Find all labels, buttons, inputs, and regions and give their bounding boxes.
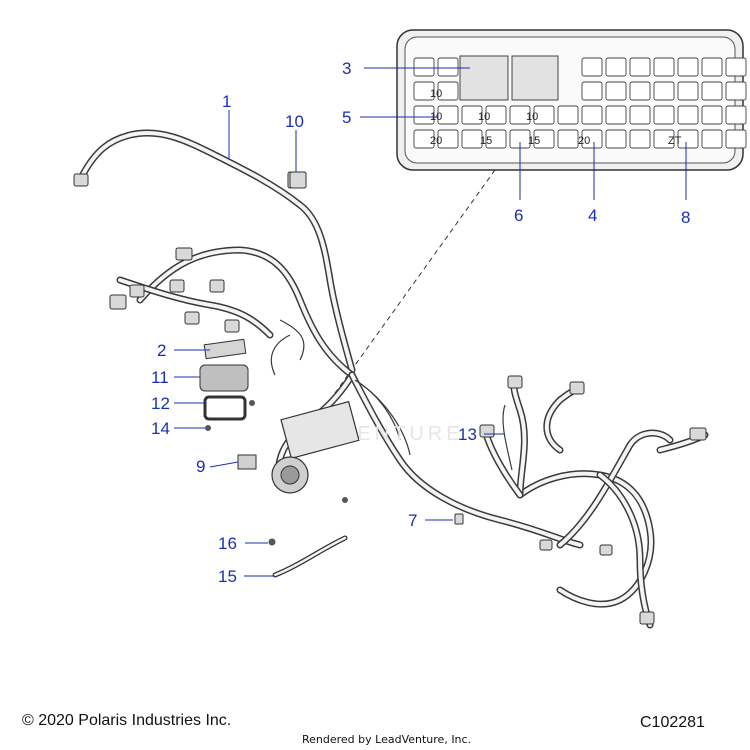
gasket bbox=[203, 395, 247, 421]
fuse-slot bbox=[605, 105, 627, 125]
callout-8: 8 bbox=[681, 208, 690, 227]
screw bbox=[205, 425, 211, 431]
callout-4: 4 bbox=[588, 206, 597, 225]
fuse-slot bbox=[701, 81, 723, 101]
fuse-slot bbox=[437, 81, 459, 101]
callout-16: 16 bbox=[218, 534, 237, 553]
rendered-by-text: Rendered by LeadVenture, Inc. bbox=[302, 733, 472, 746]
callout-1: 1 bbox=[222, 92, 231, 111]
fuse-slot bbox=[725, 81, 747, 101]
diagram-id: C102281 bbox=[640, 714, 705, 731]
fuse-label: 20 bbox=[430, 135, 442, 147]
fuse-label: 10 bbox=[526, 111, 538, 123]
fuse-slot bbox=[437, 105, 459, 125]
fuse-slot bbox=[677, 81, 699, 101]
fuse-label: 20 bbox=[578, 135, 590, 147]
fuse-slot bbox=[413, 129, 435, 149]
fuse-slot bbox=[413, 81, 435, 101]
callout-7: 7 bbox=[408, 511, 417, 530]
fuse-slot bbox=[701, 105, 723, 125]
fuse-grid bbox=[413, 57, 747, 149]
fuse-slot bbox=[557, 129, 579, 149]
fuse-slot bbox=[557, 105, 579, 125]
callout-12: 12 bbox=[151, 394, 170, 413]
fuse-slot bbox=[485, 105, 507, 125]
fuse-slot bbox=[605, 129, 627, 149]
callout-14: 14 bbox=[151, 419, 170, 438]
fuse-slot bbox=[701, 129, 723, 149]
fuse-slot bbox=[605, 81, 627, 101]
fuse-slot bbox=[581, 81, 603, 101]
fuse-slot bbox=[725, 129, 747, 149]
inset-link-dashed bbox=[329, 169, 496, 401]
callout-leaders bbox=[174, 67, 687, 577]
screw bbox=[268, 538, 276, 546]
relay bbox=[459, 55, 509, 101]
fuse-slot bbox=[437, 57, 459, 77]
callout-9: 9 bbox=[196, 457, 205, 476]
fuse-slot bbox=[413, 57, 435, 77]
callout-2: 2 bbox=[157, 341, 166, 360]
watermark: VENTURE bbox=[340, 423, 464, 445]
callout-11: 11 bbox=[151, 368, 169, 387]
fuse-slot bbox=[461, 129, 483, 149]
fuse-box-inset: 10 10 10 10 20 15 15 20 ZT bbox=[396, 29, 747, 171]
fuse-slot bbox=[725, 105, 747, 125]
fuse-slot bbox=[701, 57, 723, 77]
callout-13: 13 bbox=[458, 425, 477, 444]
label-plate bbox=[203, 338, 247, 360]
fuse-slot bbox=[677, 57, 699, 77]
fuse-slot bbox=[653, 81, 675, 101]
fuse-slot bbox=[653, 57, 675, 77]
sensor-part bbox=[289, 171, 307, 189]
fuse-label: 10 bbox=[430, 88, 442, 100]
relay bbox=[511, 55, 559, 101]
callout-10: 10 bbox=[285, 112, 304, 131]
fuse-slot bbox=[725, 57, 747, 77]
fuse-slot bbox=[677, 105, 699, 125]
fuse-cover bbox=[199, 364, 249, 392]
fuse-slot bbox=[485, 129, 507, 149]
fuse-slot bbox=[653, 129, 675, 149]
fuse-label: 10 bbox=[478, 111, 490, 123]
screw bbox=[342, 497, 348, 503]
fuse-slot bbox=[629, 129, 651, 149]
fuse-slot bbox=[461, 105, 483, 125]
fuse-slot bbox=[653, 105, 675, 125]
fuse-slot bbox=[677, 129, 699, 149]
callout-3: 3 bbox=[342, 59, 351, 78]
fuse-slot bbox=[581, 129, 603, 149]
fuse-slot bbox=[533, 129, 555, 149]
callout-labels: 1 2 3 4 5 6 7 8 9 10 11 12 13 14 15 16 bbox=[151, 59, 690, 586]
fuse-slot bbox=[533, 105, 555, 125]
fuse-slot bbox=[413, 105, 435, 125]
callout-5: 5 bbox=[342, 108, 351, 127]
fuse-slot bbox=[437, 129, 459, 149]
fuse-slot bbox=[605, 57, 627, 77]
fuse-slot bbox=[581, 57, 603, 77]
copyright-text: © 2020 Polaris Industries Inc. bbox=[22, 712, 232, 729]
fuse-slot bbox=[629, 81, 651, 101]
fuse-slot bbox=[509, 105, 531, 125]
fuse-label: 15 bbox=[528, 135, 540, 147]
junction-box bbox=[271, 400, 360, 494]
callout-15: 15 bbox=[218, 567, 237, 586]
screw bbox=[249, 400, 255, 406]
fuse-label: ZT bbox=[668, 135, 682, 147]
fuse-slot bbox=[629, 57, 651, 77]
fuse-slot bbox=[581, 105, 603, 125]
fuse-label: 15 bbox=[480, 135, 492, 147]
fuse-slot bbox=[629, 105, 651, 125]
callout-6: 6 bbox=[514, 206, 523, 225]
relay-part bbox=[237, 454, 257, 470]
